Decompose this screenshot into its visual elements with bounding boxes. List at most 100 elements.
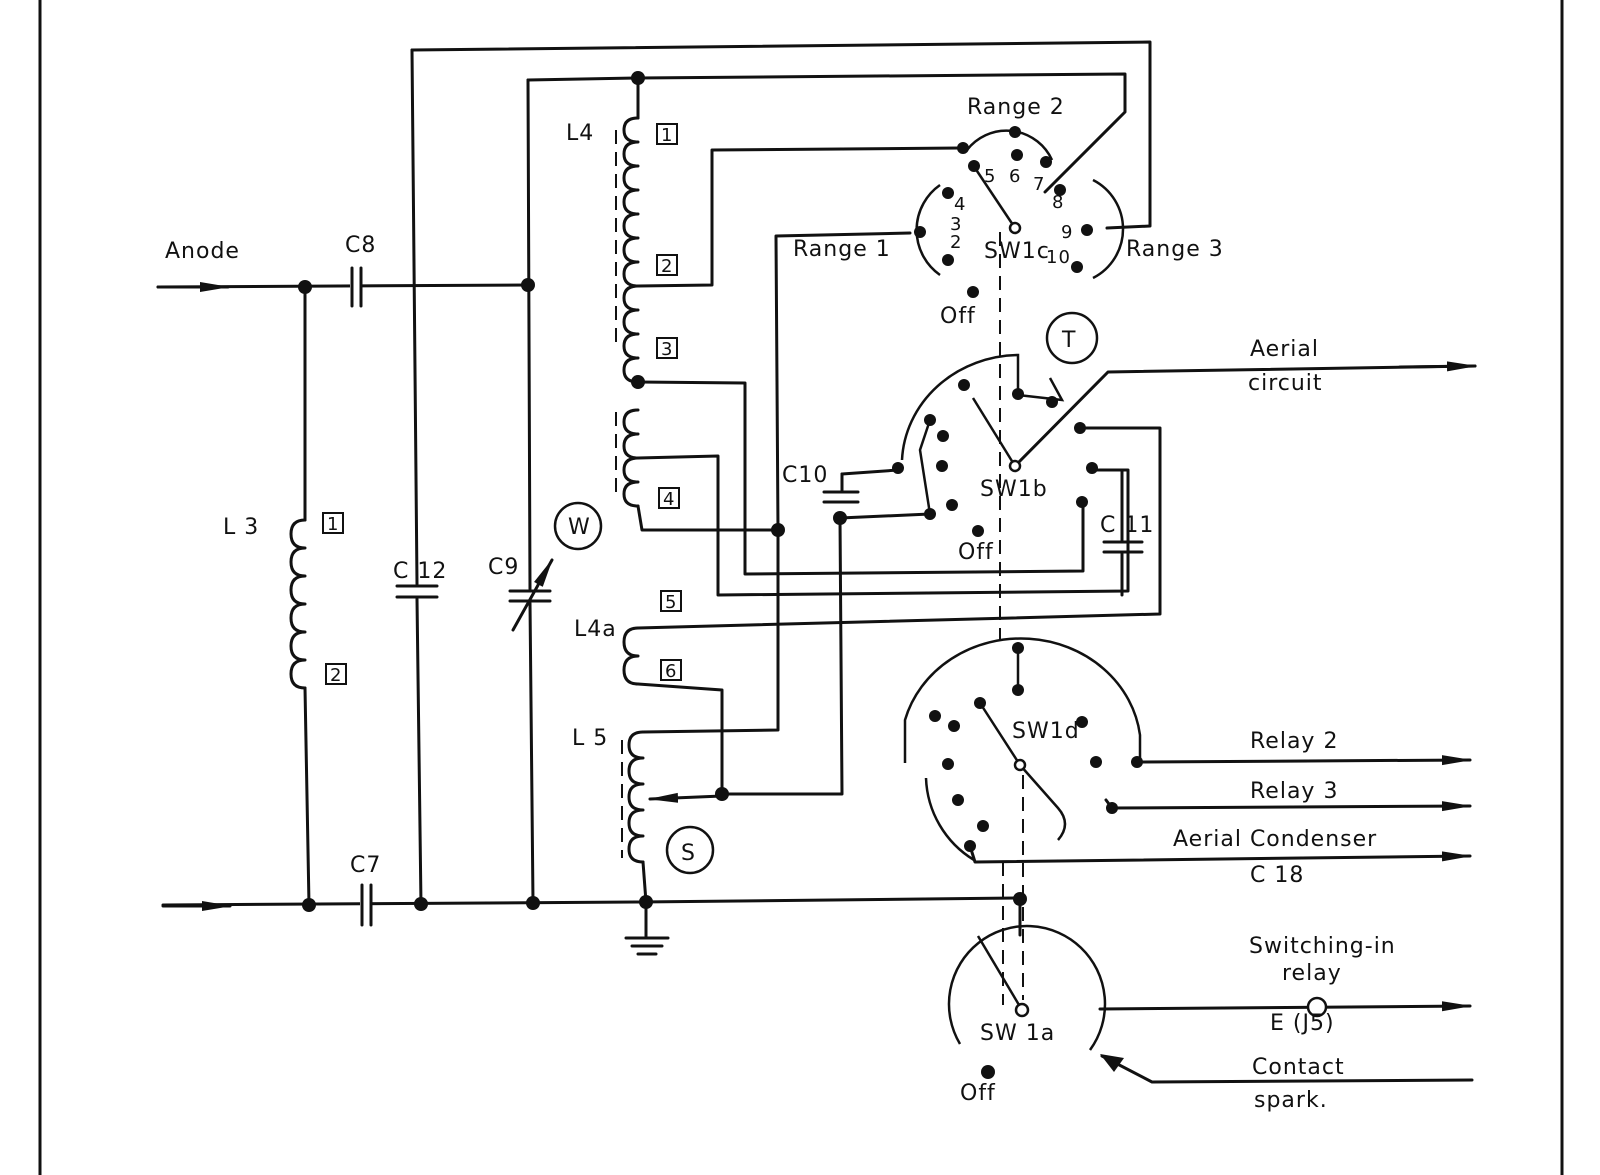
sw1a-off-label: Off <box>960 1081 996 1106</box>
c11-top-wire <box>1091 468 1124 542</box>
l3-tap2: 2 <box>330 665 342 686</box>
l4-tap4: 4 <box>663 489 675 510</box>
sw1c-contacts <box>914 126 1093 298</box>
range1-wire <box>774 231 912 532</box>
l3-tap2-box <box>325 663 347 685</box>
c9-bottom-lead <box>528 601 535 904</box>
l4-tap2: 2 <box>661 256 673 277</box>
c10-top-wire <box>840 468 900 476</box>
t-label: T <box>1061 328 1076 353</box>
l4a-tap5-wire <box>636 426 1162 630</box>
c8-label: C8 <box>345 233 376 258</box>
l4-tap2-box <box>656 254 678 276</box>
l4a-coil <box>622 626 640 686</box>
contact-num-2: 2 <box>950 232 962 253</box>
sw1c-pivot <box>1008 221 1022 235</box>
l3-lead-bottom <box>303 686 311 907</box>
l4-tap3-wire <box>636 380 1085 576</box>
tap-numbers: 1 2 1 2 3 4 5 6 <box>327 125 677 686</box>
w-label: W <box>568 515 591 540</box>
relay2-label: Relay 2 <box>1250 729 1338 754</box>
sw1c-wiper <box>973 167 1017 229</box>
sw1b-pivot <box>1008 459 1022 473</box>
contact-num-7: 7 <box>1033 174 1045 195</box>
sw1d-pivot <box>1013 758 1027 772</box>
w-knob-symbol <box>553 501 603 551</box>
range2-label: Range 2 <box>967 95 1065 120</box>
l3-label: L 3 <box>223 515 259 540</box>
s-label: S <box>681 841 696 866</box>
l3-coil <box>289 518 307 690</box>
switching-in-relay-line <box>1098 1001 1472 1012</box>
l3-tap1-box <box>322 512 344 534</box>
sw1d-inner-arc <box>924 648 1020 862</box>
contact-num-3: 3 <box>950 214 962 235</box>
l4-tap1-box <box>656 123 678 145</box>
c10-wire-bottom <box>720 516 844 796</box>
l4a-tap6-wire <box>636 682 724 796</box>
range3-label: Range 3 <box>1126 237 1224 262</box>
contact-num-10: 10 <box>1046 247 1071 268</box>
spark-label: spark. <box>1254 1088 1328 1113</box>
l5-top-wire <box>641 528 780 734</box>
l5-coil <box>627 730 645 864</box>
l5-label: L 5 <box>572 726 608 751</box>
l4a-tap6-box <box>660 659 682 681</box>
c12-bottom-lead <box>415 597 423 907</box>
sw1b-inner-arc <box>918 419 932 515</box>
l4-tap2-wire <box>636 146 962 288</box>
top-loop-wire <box>410 40 1152 230</box>
junction-dots <box>298 71 1027 912</box>
relay2-line <box>1135 755 1472 766</box>
range1-label: Range 1 <box>793 237 891 262</box>
aerial-arrow <box>1398 361 1477 372</box>
sw1c-label: SW1c <box>984 239 1050 264</box>
e-j5-label: E (J5) <box>1270 1011 1335 1036</box>
j5-terminal <box>1306 996 1328 1018</box>
sw1a-wiper <box>976 935 1024 1011</box>
l5-slider-arrow <box>648 792 724 803</box>
sw1b-label: SW1b <box>980 477 1048 502</box>
sw1d-outer-arc <box>903 637 1142 763</box>
c11-label: C 11 <box>1100 513 1154 538</box>
ground-rail <box>161 896 1022 907</box>
c9-label: C9 <box>488 555 519 580</box>
l4-tap4-wire <box>636 504 780 532</box>
sw1b-contacts <box>892 379 1098 537</box>
l4-coil-lower <box>622 408 640 508</box>
sw1d-contacts <box>929 642 1143 852</box>
switching-in-label: Switching-in <box>1249 934 1396 959</box>
c10-sw-wire <box>838 512 932 520</box>
s-knob-symbol <box>665 825 715 875</box>
l4-coil-upper <box>622 116 640 384</box>
sw1c-arc-range2 <box>966 129 1054 161</box>
relay3-line <box>1104 798 1472 812</box>
sw1b-off-label: Off <box>958 540 994 565</box>
sw1a-label: SW 1a <box>980 1021 1055 1046</box>
c7-label: C7 <box>350 853 381 878</box>
aerial-circuit-line <box>1013 364 1477 468</box>
aerial-circuit-label: circuit <box>1248 371 1323 396</box>
c18-label: C 18 <box>1250 863 1304 888</box>
l4a-label: L4a <box>574 617 617 642</box>
sw1d-label: SW1d <box>1012 719 1080 744</box>
contact-num-9: 9 <box>1061 222 1073 243</box>
sw1a-arc <box>947 924 1107 1051</box>
aerial-label: Aerial <box>1250 337 1319 362</box>
c10-label: C10 <box>782 463 828 488</box>
l4a-tap5-box <box>660 590 682 612</box>
contact-num-4: 4 <box>954 194 966 215</box>
contact-numbers: 2 3 4 5 6 7 8 9 10 <box>950 166 1073 268</box>
sw1a-off-contact <box>981 1065 995 1079</box>
c9-top-lead <box>526 78 532 591</box>
contact-num-5: 5 <box>984 166 996 187</box>
contact-label: Contact <box>1252 1055 1345 1080</box>
aerial-condenser-line <box>968 844 1472 864</box>
sw1b-outer-arc <box>900 353 1065 461</box>
component-labels: Anode C8 C7 C 12 C9 C10 C 11 L 3 L4 L4a … <box>165 95 1396 1113</box>
l4-tap1: 1 <box>661 125 673 146</box>
l4a-tap5: 5 <box>665 592 677 613</box>
l4-tap4-box <box>658 487 680 509</box>
sw1c-off-label: Off <box>940 304 976 329</box>
contact-num-8: 8 <box>1052 192 1064 213</box>
